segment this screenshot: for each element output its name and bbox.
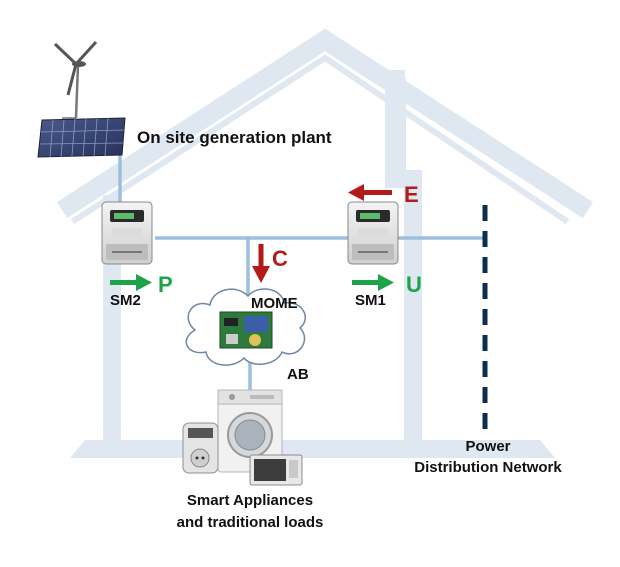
- circuit-board-icon: [219, 311, 273, 349]
- label-mome: MOME: [251, 295, 298, 312]
- label-ab: AB: [287, 366, 309, 383]
- wind-turbine-icon: [53, 40, 98, 119]
- flow-label-e: E: [404, 182, 419, 207]
- flow-label-u: U: [406, 272, 422, 297]
- smart-meter-icon: [347, 201, 399, 265]
- arrow-p: [110, 274, 152, 291]
- arrow-e: [348, 184, 392, 201]
- house-roof: [56, 28, 594, 225]
- house-right-wall: [404, 170, 422, 445]
- smart-plug-icon: [182, 422, 219, 474]
- label-traditional-loads: and traditional loads: [176, 514, 324, 531]
- microwave-icon: [249, 454, 303, 486]
- washing-machine-icon: [217, 389, 283, 473]
- arrow-c: [252, 244, 270, 283]
- solar-panel-icon: [37, 117, 126, 158]
- label-on-site-generation: On site generation plant: [137, 128, 332, 147]
- smart-meter-icon: [101, 201, 153, 265]
- flow-label-p: P: [158, 272, 173, 297]
- house-chimney-top: [385, 70, 405, 188]
- label-distribution-network: Distribution Network: [414, 459, 562, 476]
- arrow-u: [352, 274, 394, 291]
- label-sm1: SM1: [355, 292, 386, 309]
- wires: [118, 155, 485, 392]
- label-smart-appliances: Smart Appliances: [186, 492, 314, 509]
- label-sm2: SM2: [110, 292, 141, 309]
- flow-label-c: C: [272, 246, 288, 271]
- label-power: Power: [465, 438, 511, 455]
